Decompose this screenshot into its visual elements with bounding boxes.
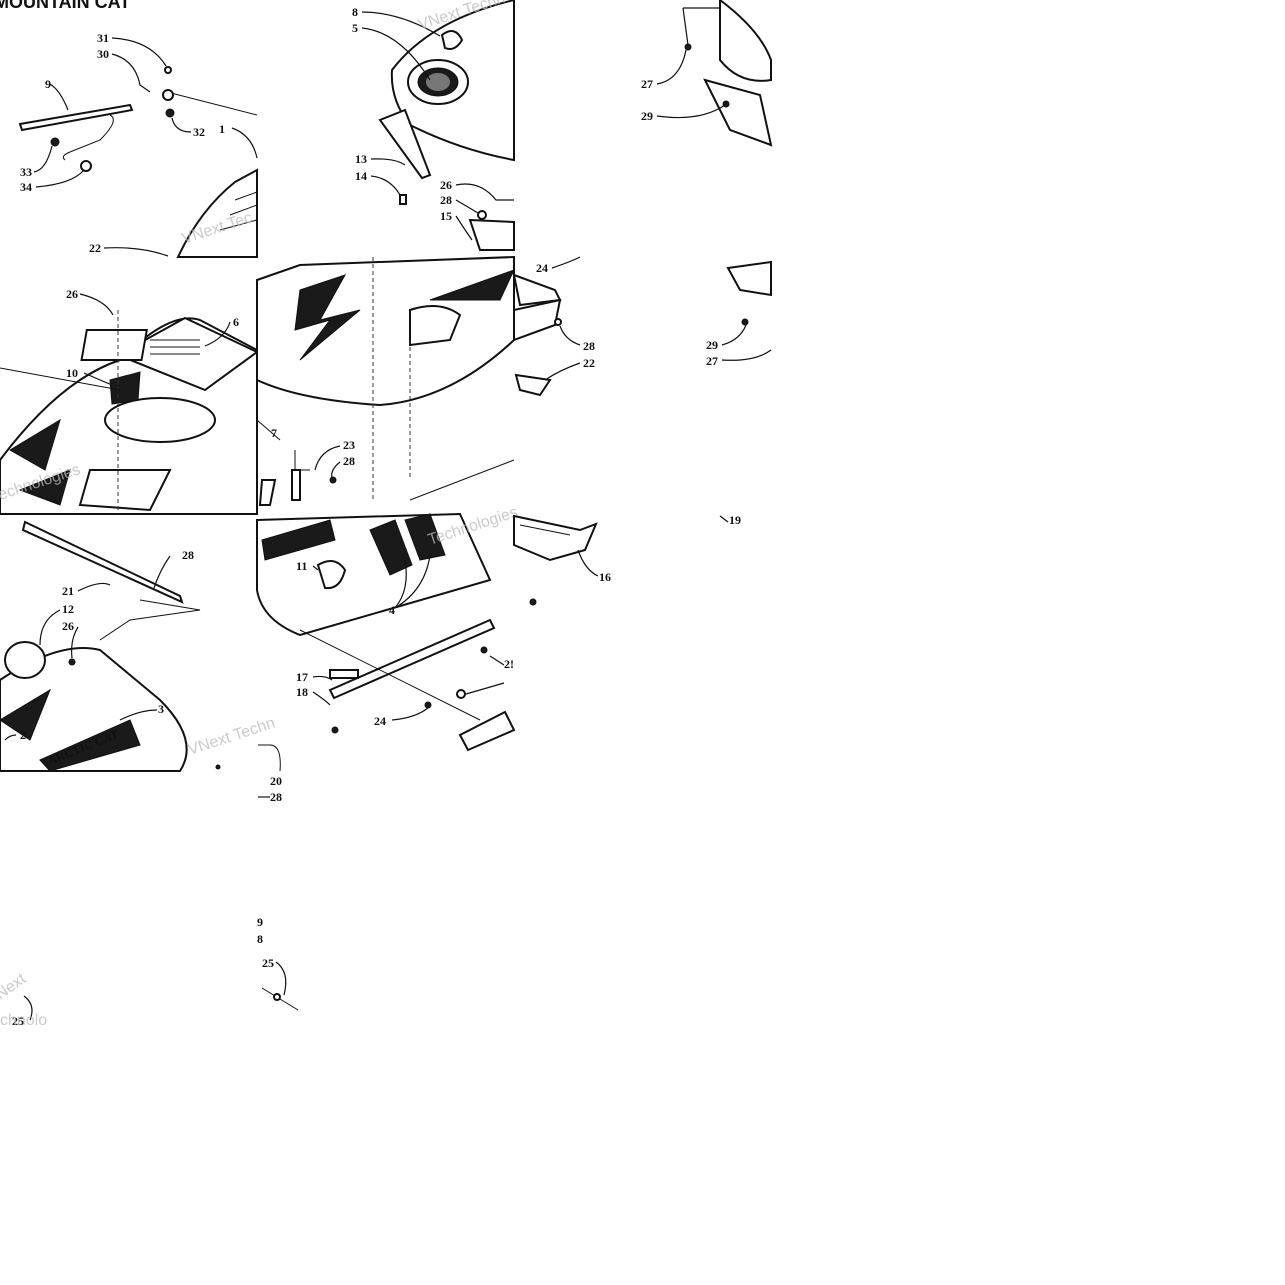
callout-32: 32	[193, 125, 205, 139]
callout-7: 7	[271, 426, 277, 440]
side-panel-part	[719, 0, 772, 82]
callout-10: 10	[66, 366, 78, 380]
tile-nose-lower: 11 4 17 18 24 Technologies	[256, 504, 520, 752]
handle-part	[378, 108, 432, 180]
callout-28: 28	[583, 339, 595, 353]
callout-20: 20	[270, 774, 282, 788]
tile-side-bracket: 24 28 22 29 27	[512, 256, 772, 397]
callout-13: 13	[355, 152, 367, 166]
callout-28: 28	[440, 193, 452, 207]
callout-2: 2	[20, 728, 26, 742]
reflector-part	[316, 560, 347, 590]
callout-26: 26	[62, 619, 74, 633]
callout-1: 1	[219, 122, 225, 136]
callout-4: 4	[389, 603, 395, 617]
runner-part	[328, 618, 496, 700]
callout-28: 28	[343, 454, 355, 468]
tile-hood-top: 26 6 10 echnologies	[0, 287, 259, 515]
callout-26: 26	[440, 178, 452, 192]
tile-headlight: 8 5 13 14 26 28 15 VNext Techn	[352, 0, 515, 251]
callout-12: 12	[62, 602, 74, 616]
watermark: Next	[0, 970, 30, 1003]
callout-11: 11	[296, 559, 307, 573]
callout-31: 31	[97, 31, 109, 45]
lens-part	[440, 30, 464, 50]
callout-22: 22	[583, 356, 595, 370]
callout-28: 28	[182, 548, 194, 562]
tile-hood-lower: ARCTIC CAT 28 21 12 26 2 3 VNext Techn	[0, 520, 277, 772]
hood-edge-part	[176, 168, 258, 258]
callout-29: 29	[706, 338, 718, 352]
skid-part	[513, 514, 598, 562]
callout-6: 6	[233, 315, 239, 329]
watermark: VNext Techn	[186, 715, 277, 759]
callout-17: 17	[296, 670, 308, 684]
callout-18: 18	[296, 685, 308, 699]
callout-3: 3	[158, 702, 164, 716]
tile-skid: 16 19	[513, 513, 741, 606]
callout-25: 2!	[504, 657, 514, 671]
tile-side-top: 27 29	[641, 0, 773, 147]
callout-28: 28	[270, 790, 282, 804]
callout-26: 26	[66, 287, 78, 301]
diagram-title: MOUNTAIN CAT	[0, 0, 130, 12]
callout-24: 24	[374, 714, 386, 728]
callout-24: 24	[536, 261, 548, 275]
tile-hood-body: 7 23 28	[256, 255, 515, 506]
callout-19: 19	[729, 513, 741, 527]
callout-5: 5	[352, 21, 358, 35]
rail-part	[21, 520, 184, 604]
callout-8: 8	[257, 932, 263, 946]
callout-30: 30	[97, 47, 109, 61]
callout-9: 9	[45, 77, 51, 91]
bracket-part	[513, 298, 562, 342]
callout-27: 27	[706, 354, 718, 368]
bracket-part	[468, 218, 515, 251]
plate-part	[703, 78, 773, 147]
callout-34: 34	[20, 180, 32, 194]
hood-body-part	[256, 255, 515, 407]
callout-15: 15	[440, 209, 452, 223]
spring-part	[18, 103, 134, 132]
callout-16: 16	[599, 570, 611, 584]
callout-8: 8	[352, 5, 358, 19]
callout-23: 23	[343, 438, 355, 452]
decal-part	[80, 329, 148, 361]
callout-9: 9	[257, 915, 263, 929]
watermark: chnolo	[0, 1012, 47, 1029]
vent-part	[4, 641, 46, 679]
leader-line	[166, 91, 258, 116]
callout-25: 25	[12, 1014, 24, 1028]
callout-14: 14	[355, 169, 367, 183]
callout-25: 25	[262, 956, 274, 970]
bracket-part	[291, 469, 301, 501]
tile-windshield-hardware: 31 30 9 32 1 33 34 22 VNext Tec	[18, 31, 258, 258]
callout-33: 33	[20, 165, 32, 179]
callout-21: 21	[62, 584, 74, 598]
opening-part	[104, 397, 216, 443]
callout-22: 22	[89, 241, 101, 255]
cable-part	[62, 114, 114, 161]
plate-part	[458, 710, 516, 752]
callout-27: 27	[641, 77, 653, 91]
callout-29: 29	[641, 109, 653, 123]
